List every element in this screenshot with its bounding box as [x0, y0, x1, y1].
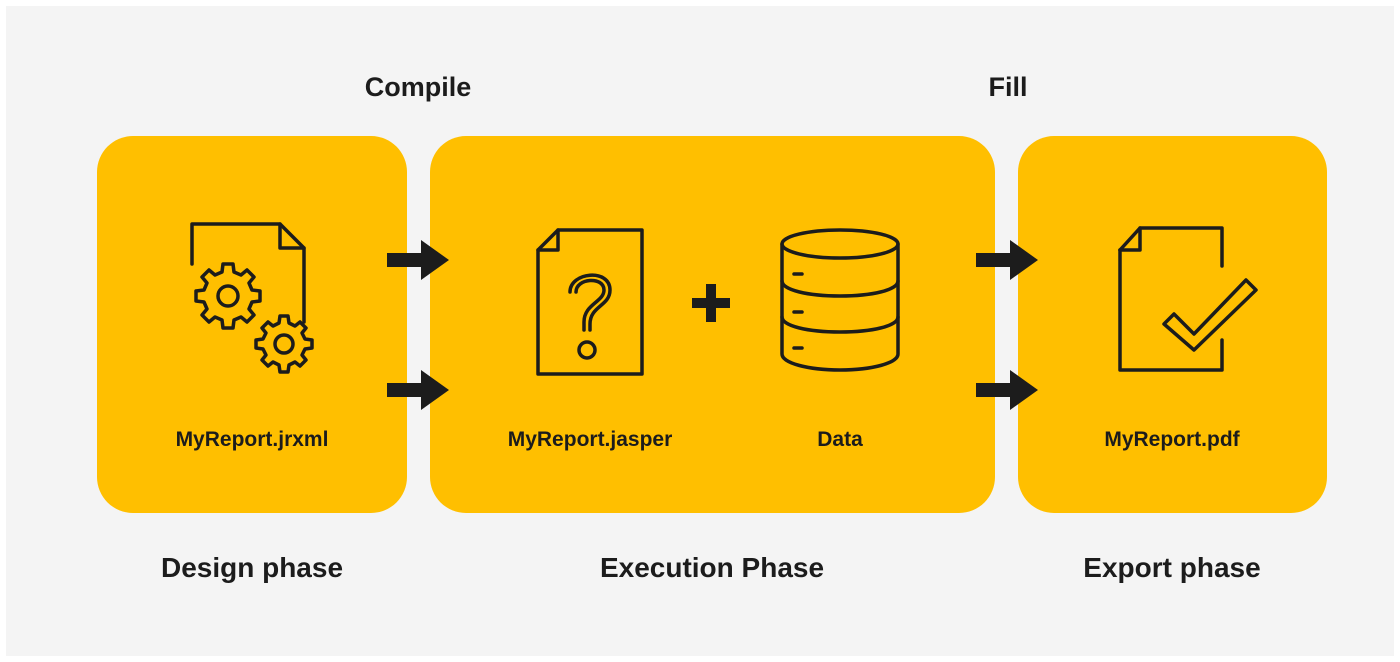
data-label: Data — [817, 428, 863, 451]
design-phase-box — [97, 136, 407, 513]
fill-arrow-top — [976, 240, 1038, 280]
execution-phase-label: Execution Phase — [599, 552, 825, 583]
design-phase-label: Design phase — [160, 552, 344, 583]
execution-phase-box — [430, 136, 995, 513]
export-phase-label: Export phase — [1083, 552, 1261, 583]
compile-arrow-top — [387, 240, 449, 280]
document-gears-icon — [190, 222, 314, 374]
compile-arrow-bottom — [387, 370, 449, 410]
document-check-icon — [1118, 226, 1258, 372]
output-file-label: MyReport.pdf — [1104, 428, 1240, 451]
plus-icon — [692, 284, 730, 322]
source-file-label: MyReport.jrxml — [175, 428, 329, 451]
compiled-file-label: MyReport.jasper — [507, 428, 673, 451]
compile-step-label: Compile — [364, 72, 472, 102]
document-question-icon — [536, 228, 644, 376]
fill-step-label: Fill — [988, 72, 1028, 102]
fill-arrow-bottom — [976, 370, 1038, 410]
database-icon — [780, 228, 900, 372]
